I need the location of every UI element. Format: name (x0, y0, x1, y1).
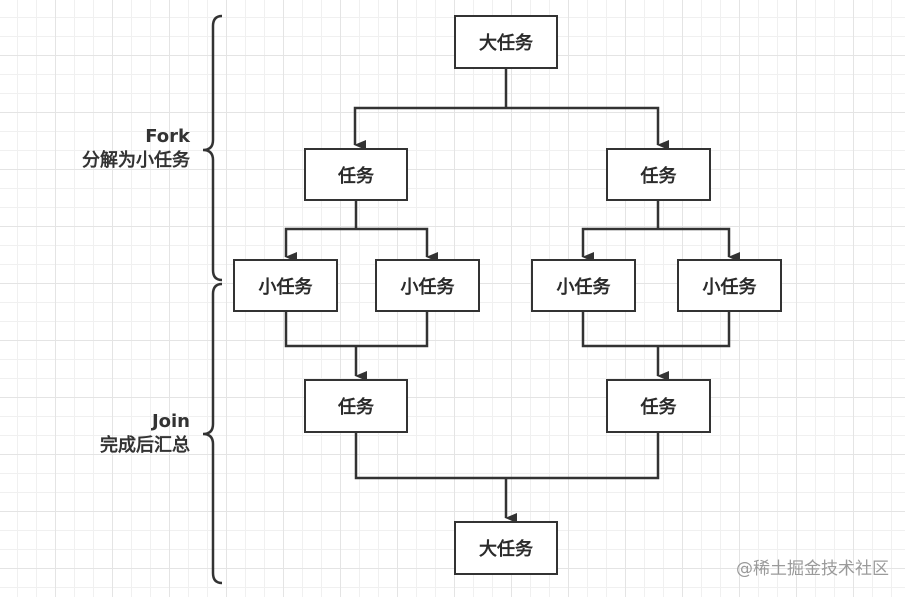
node-subtask-1[interactable]: 小任务 (233, 259, 338, 312)
node-merge-left[interactable]: 任务 (304, 379, 408, 433)
join-label: Join 完成后汇总 (40, 410, 190, 458)
fork-label: Fork 分解为小任务 (40, 125, 190, 173)
edge-task-right-to-sub3 (581, 227, 658, 262)
fork-title: Fork (145, 126, 190, 147)
join-title: Join (151, 411, 190, 432)
fork-subtitle: 分解为小任务 (82, 150, 190, 171)
edge-task-left-to-sub2 (356, 227, 438, 262)
node-root-task[interactable]: 大任务 (454, 15, 558, 69)
edge-task-right-to-sub4 (658, 227, 740, 262)
node-subtask-3[interactable]: 小任务 (531, 259, 636, 312)
join-brace (202, 282, 223, 585)
edge-subs-left-join (284, 311, 429, 348)
node-subtask-4[interactable]: 小任务 (677, 259, 782, 312)
edge-subs-right-join (581, 311, 731, 348)
edge-merges-join (354, 432, 660, 480)
node-merge-right[interactable]: 任务 (606, 379, 711, 433)
node-task-left[interactable]: 任务 (304, 148, 408, 201)
watermark: @稀土掘金技术社区 (736, 559, 889, 579)
edge-task-left-to-sub1 (284, 227, 356, 262)
fork-brace (202, 14, 223, 282)
node-subtask-2[interactable]: 小任务 (375, 259, 480, 312)
node-task-right[interactable]: 任务 (606, 148, 711, 201)
edge-root-to-task-left (353, 106, 506, 150)
join-subtitle: 完成后汇总 (100, 435, 190, 456)
node-result-task[interactable]: 大任务 (454, 521, 558, 575)
edge-root-to-task-right (506, 106, 669, 150)
